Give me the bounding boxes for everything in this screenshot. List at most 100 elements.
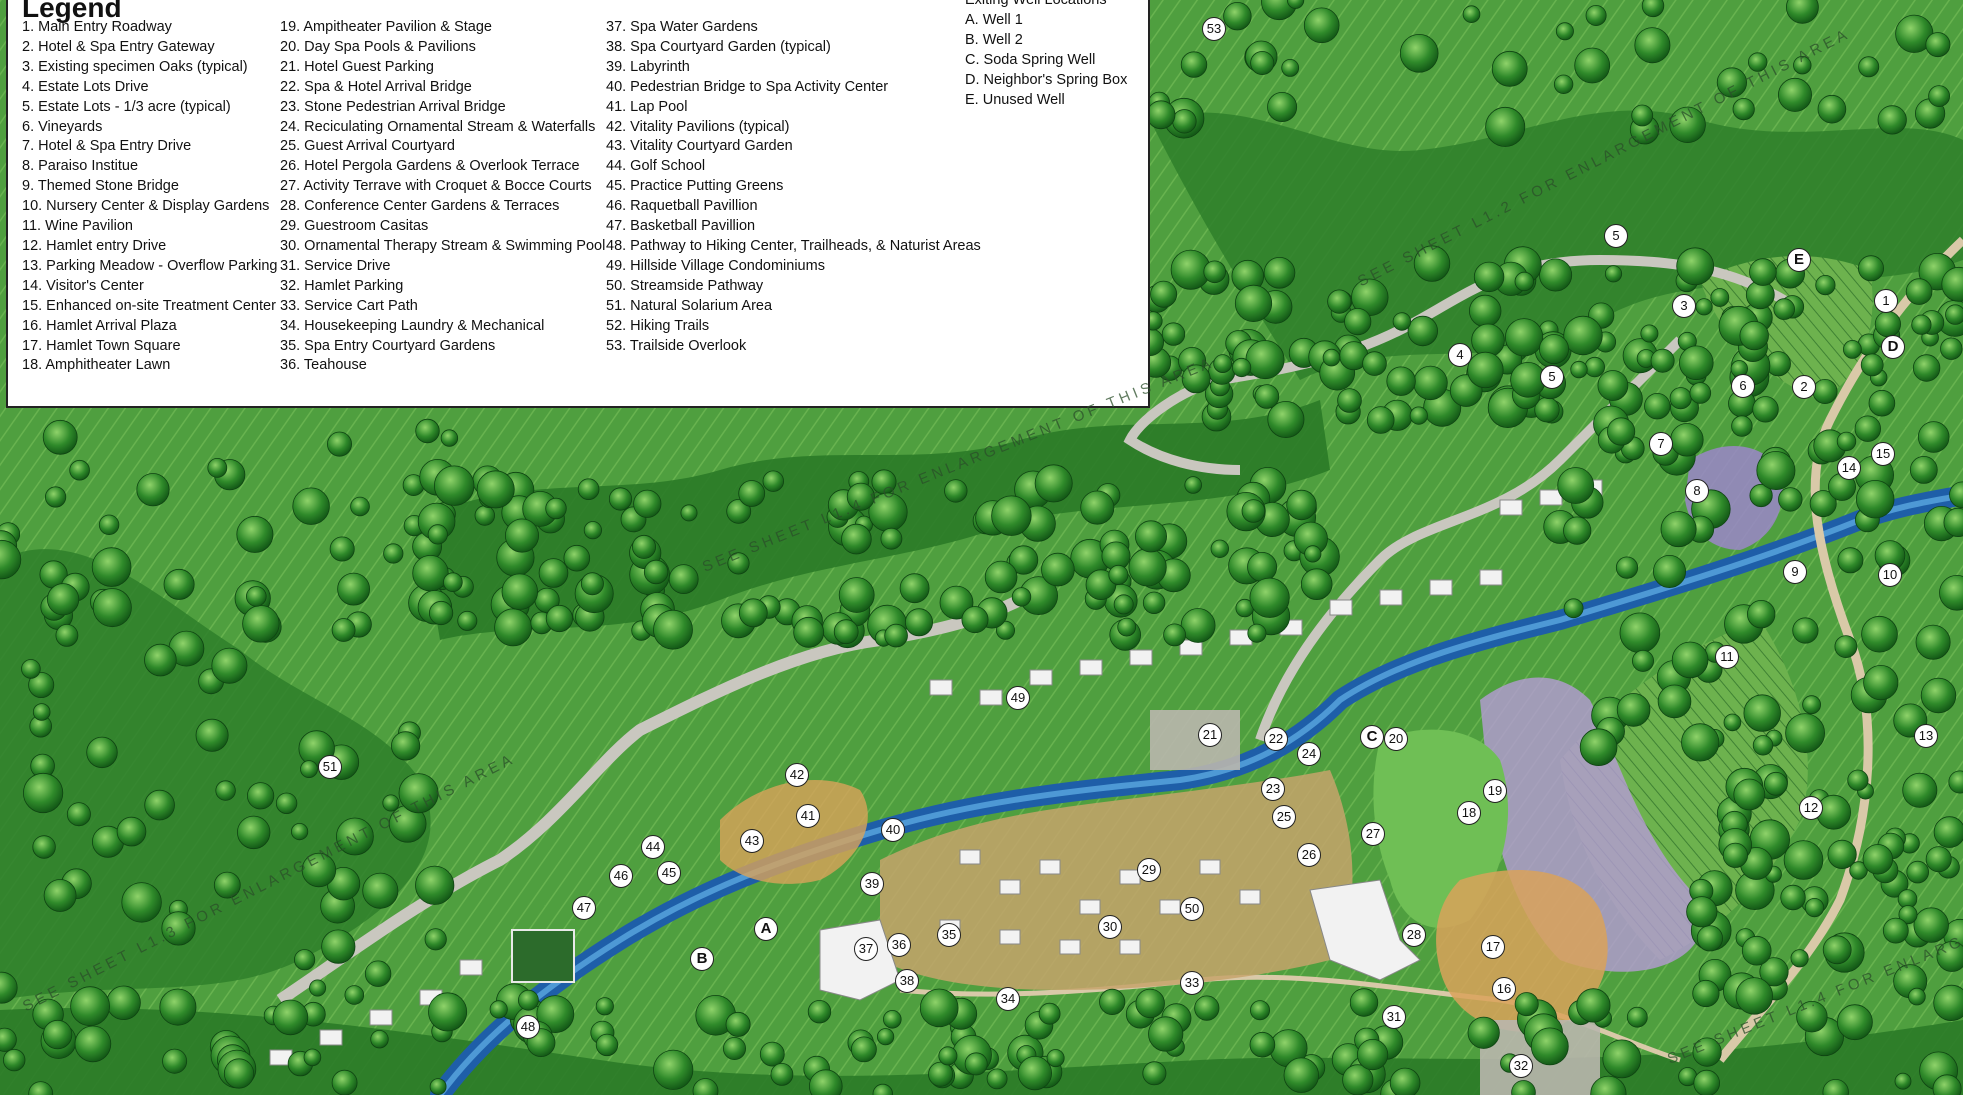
- map-marker: 23: [1261, 777, 1285, 801]
- tree: [770, 1063, 794, 1086]
- forest-mass-south: [0, 1008, 1963, 1095]
- tree: [984, 560, 1018, 594]
- tree: [905, 608, 934, 637]
- tree: [1743, 694, 1781, 732]
- tree: [759, 1041, 785, 1067]
- map-marker: 41: [796, 804, 820, 828]
- tree: [545, 604, 574, 633]
- tree: [1184, 476, 1202, 494]
- tree: [1693, 1069, 1720, 1095]
- tree: [1786, 0, 1819, 24]
- map-marker: 19: [1483, 779, 1507, 803]
- tree: [92, 588, 132, 628]
- legend-item: 32. Hamlet Parking: [280, 277, 404, 294]
- tree: [1539, 334, 1570, 365]
- tree: [429, 1078, 447, 1095]
- tree: [1679, 345, 1714, 381]
- tree: [1657, 684, 1692, 719]
- tree: [1615, 556, 1639, 579]
- map-marker: 4: [1448, 343, 1472, 367]
- legend-item: 53. Trailside Overlook: [606, 337, 747, 354]
- tree: [303, 1048, 322, 1067]
- tree: [1283, 1057, 1319, 1093]
- tree: [1287, 0, 1305, 9]
- legend-item: 20. Day Spa Pools & Pavilions: [280, 38, 476, 55]
- legend-item: 1. Main Entry Roadway: [22, 19, 172, 35]
- tree: [161, 911, 196, 946]
- tree: [1563, 516, 1592, 545]
- tree: [882, 1009, 902, 1029]
- tree: [412, 555, 449, 592]
- tree: [1604, 265, 1623, 283]
- tree: [1796, 1001, 1828, 1033]
- tree: [1172, 109, 1197, 134]
- tree: [501, 573, 538, 610]
- tree: [1607, 417, 1636, 446]
- tree: [1943, 507, 1963, 537]
- tree: [494, 608, 532, 647]
- map-marker: 26: [1297, 843, 1321, 867]
- tree: [1399, 34, 1439, 73]
- tree: [440, 429, 459, 447]
- map-marker: 43: [740, 829, 764, 853]
- well-item: A. Well 1: [965, 12, 1023, 28]
- tree: [1773, 298, 1795, 320]
- tree: [723, 1037, 747, 1061]
- tree: [1362, 351, 1387, 376]
- legend-item: 26. Hotel Pergola Gardens & Overlook Ter…: [280, 158, 580, 175]
- tree: [1563, 598, 1584, 619]
- legend-item: 14. Visitor's Center: [22, 277, 144, 294]
- spa-buildings: [819, 919, 901, 1001]
- tree: [1749, 483, 1773, 508]
- tree: [996, 620, 1016, 640]
- tree: [1792, 617, 1819, 644]
- tree: [383, 543, 404, 564]
- tree: [725, 1011, 751, 1037]
- tree: [1250, 51, 1275, 76]
- tree: [1686, 896, 1718, 928]
- tree: [1485, 106, 1526, 147]
- legend-item: 16. Hamlet Arrival Plaza: [22, 317, 177, 334]
- tree: [563, 544, 591, 572]
- tree: [1817, 94, 1847, 124]
- tree: [42, 419, 78, 455]
- tree: [653, 1049, 694, 1090]
- tree: [1692, 979, 1720, 1008]
- tree: [331, 618, 356, 642]
- tree: [899, 573, 930, 604]
- tree: [1034, 464, 1073, 503]
- legend-item: 52. Hiking Trails: [606, 317, 710, 334]
- tree: [1752, 735, 1774, 756]
- tree: [1619, 612, 1661, 654]
- tree: [595, 997, 614, 1016]
- legend-column-3: 37. Spa Water Gardens 38. Spa Courtyard …: [606, 18, 981, 356]
- tree: [1696, 925, 1724, 952]
- tree: [1689, 382, 1712, 404]
- tree: [1756, 450, 1796, 490]
- tree: [919, 988, 959, 1028]
- tree: [1514, 271, 1535, 292]
- tree: [1161, 322, 1186, 346]
- legend-item: 49. Hillside Village Condominiums: [606, 257, 825, 274]
- tree: [1557, 467, 1595, 504]
- tree: [0, 971, 18, 1004]
- map-marker: 5: [1540, 365, 1564, 389]
- tree: [1555, 22, 1574, 41]
- tree: [474, 505, 496, 526]
- tree: [1764, 771, 1788, 796]
- tree: [1741, 935, 1772, 966]
- tree: [1915, 624, 1951, 660]
- well-item: D. Neighbor's Spring Box: [965, 72, 1128, 88]
- tree: [476, 470, 515, 509]
- map-marker: 29: [1137, 858, 1161, 882]
- legend-item: 50. Streamside Pathway: [606, 277, 764, 294]
- tree: [1790, 949, 1809, 968]
- map-marker: 5: [1604, 224, 1628, 248]
- legend-item: 42. Vitality Pavilions (typical): [606, 118, 790, 135]
- legend-item: 21. Hotel Guest Parking: [280, 58, 434, 75]
- tree: [1041, 552, 1075, 587]
- tree: [580, 572, 604, 596]
- map-marker: 3: [1672, 294, 1696, 318]
- tree: [1847, 769, 1869, 791]
- tree: [337, 572, 371, 606]
